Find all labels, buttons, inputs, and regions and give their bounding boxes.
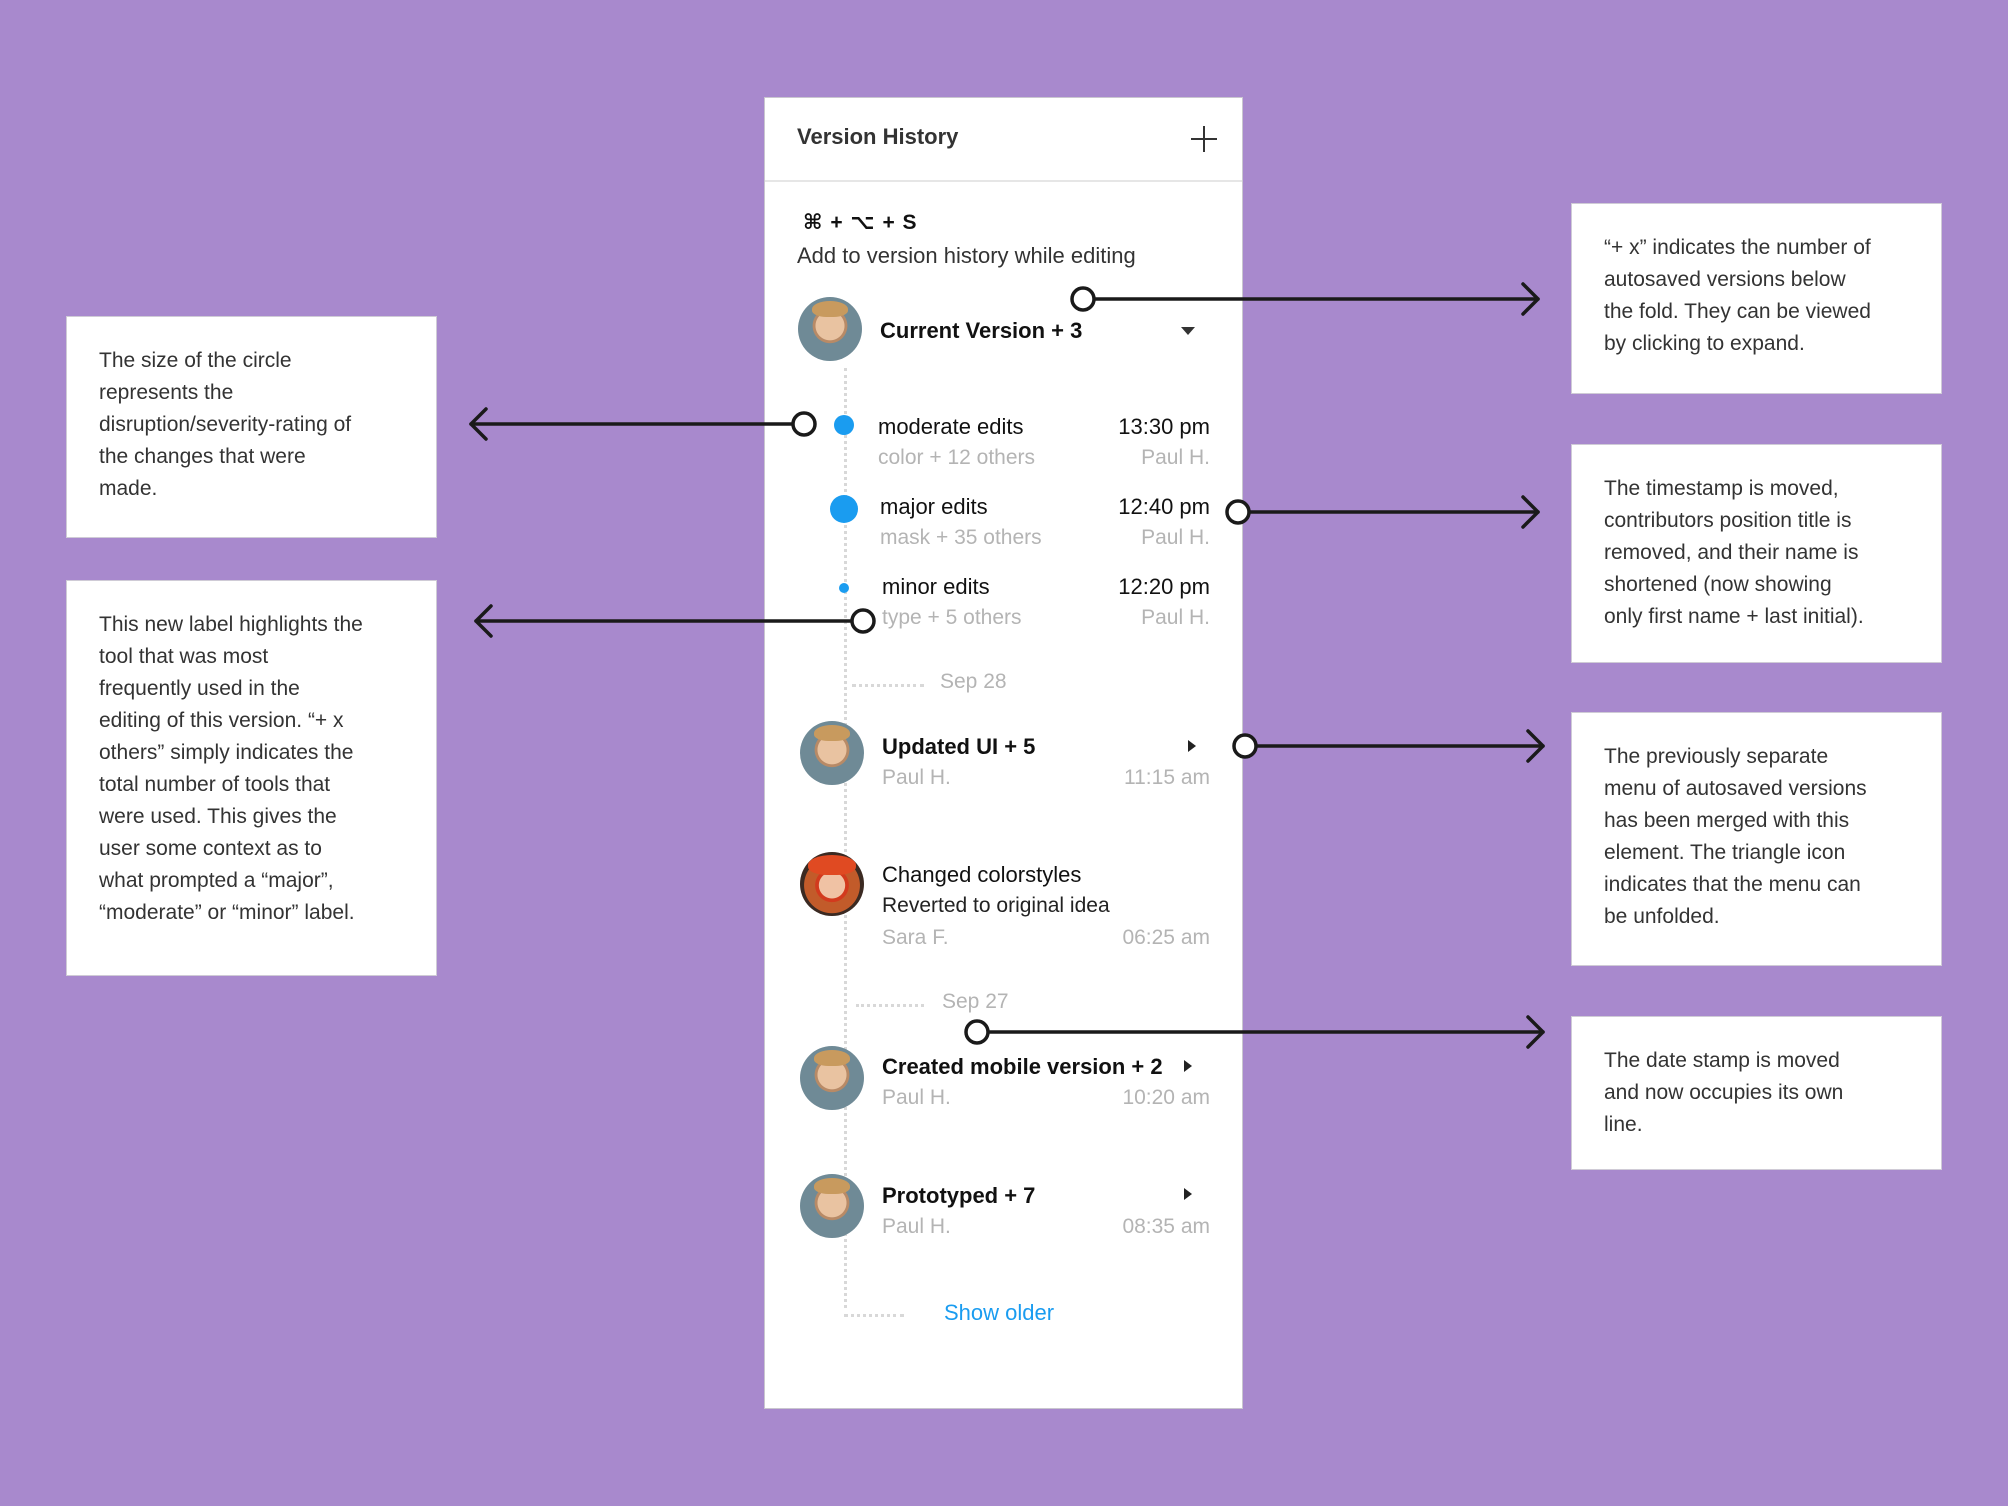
note-line: This new label highlights the xyxy=(99,613,363,636)
note-date-stamp: The date stamp is moved and now occupies… xyxy=(1571,1016,1942,1170)
note-timestamp: The timestamp is moved, contributors pos… xyxy=(1571,444,1942,663)
note-plus-x: “+ x” indicates the number of autosaved … xyxy=(1571,203,1942,394)
edit-tools: mask + 35 others xyxy=(880,526,1042,549)
note-circle-size: The size of the circle represents the di… xyxy=(66,316,437,538)
note-line: indicates that the menu can xyxy=(1604,873,1861,896)
timeline-line xyxy=(844,368,847,1308)
arrow-head-right-icon xyxy=(1521,495,1540,529)
date-divider xyxy=(856,1004,924,1007)
version-author: Paul H. xyxy=(882,766,951,789)
date-divider xyxy=(852,684,924,687)
avatar xyxy=(800,721,864,785)
arrow-head-left-icon xyxy=(469,407,488,441)
arrow-head-right-icon xyxy=(1526,729,1545,763)
version-history-panel: Version History ⌘ + ⌥ + S Add to version… xyxy=(764,97,1243,1409)
version-subtitle: Reverted to original idea xyxy=(882,894,1110,917)
note-line: total number of tools that xyxy=(99,773,331,796)
note-line: The size of the circle xyxy=(99,349,292,372)
avatar xyxy=(798,297,862,361)
note-line: The date stamp is moved xyxy=(1604,1049,1840,1072)
version-time: 10:20 am xyxy=(1122,1086,1210,1109)
note-line: The previously separate xyxy=(1604,745,1829,768)
shortcut-hint: Add to version history while editing xyxy=(797,243,1136,268)
version-title[interactable]: Changed colorstyles xyxy=(882,862,1082,887)
note-line: line. xyxy=(1604,1113,1643,1136)
version-title[interactable]: Created mobile version + 2 xyxy=(882,1054,1163,1079)
note-line: has been merged with this xyxy=(1604,809,1850,832)
edit-time: 12:40 pm xyxy=(1118,494,1210,519)
edit-tools: color + 12 others xyxy=(878,446,1036,469)
version-author: Paul H. xyxy=(882,1215,951,1238)
edit-label[interactable]: major edits xyxy=(880,494,988,519)
avatar xyxy=(800,852,864,916)
note-line: by clicking to expand. xyxy=(1604,332,1805,355)
edit-label[interactable]: moderate edits xyxy=(878,414,1024,439)
note-line: removed, and their name is xyxy=(1604,541,1859,564)
version-title[interactable]: Updated UI + 5 xyxy=(882,734,1036,759)
note-merged-menu: The previously separate menu of autosave… xyxy=(1571,712,1942,966)
note-line: the fold. They can be viewed xyxy=(1604,300,1871,323)
edit-author: Paul H. xyxy=(1141,446,1210,469)
note-line: tool that was most xyxy=(99,645,269,668)
keyboard-shortcut: ⌘ + ⌥ + S xyxy=(803,211,918,234)
version-title[interactable]: Prototyped + 7 xyxy=(882,1183,1036,1208)
chevron-down-icon[interactable] xyxy=(1181,327,1195,335)
version-author: Sara F. xyxy=(882,926,949,949)
current-version-label[interactable]: Current Version + 3 xyxy=(880,318,1083,343)
version-author: Paul H. xyxy=(882,1086,951,1109)
note-line: menu of autosaved versions xyxy=(1604,777,1867,800)
note-line: the changes that were xyxy=(99,445,306,468)
note-line: and now occupies its own xyxy=(1604,1081,1844,1104)
plus-icon[interactable] xyxy=(1191,126,1217,152)
note-line: editing of this version. “+ x xyxy=(99,709,344,732)
arrow-head-left-icon xyxy=(474,604,493,638)
note-line: what prompted a “major”, xyxy=(99,869,334,892)
edit-time: 13:30 pm xyxy=(1118,414,1210,439)
date-divider xyxy=(844,1314,904,1317)
note-line: contributors position title is xyxy=(1604,509,1852,532)
note-line: only first name + last initial). xyxy=(1604,605,1864,628)
edit-author: Paul H. xyxy=(1141,526,1210,549)
arrow-head-right-icon xyxy=(1526,1015,1545,1049)
version-time: 08:35 am xyxy=(1122,1215,1210,1238)
show-older-link[interactable]: Show older xyxy=(944,1300,1055,1325)
date-label: Sep 28 xyxy=(940,670,1007,693)
edit-time: 12:20 pm xyxy=(1118,574,1210,599)
note-line: user some context as to xyxy=(99,837,322,860)
note-line: others” simply indicates the xyxy=(99,741,354,764)
note-line: represents the xyxy=(99,381,234,404)
arrow-head-right-icon xyxy=(1521,282,1540,316)
note-line: “+ x” indicates the number of xyxy=(1604,236,1871,259)
panel-header: Version History xyxy=(765,98,1242,182)
severity-dot-minor xyxy=(839,583,849,593)
note-line: be unfolded. xyxy=(1604,905,1720,928)
avatar xyxy=(800,1046,864,1110)
note-line: made. xyxy=(99,477,158,500)
severity-dot-moderate xyxy=(834,415,854,435)
note-line: were used. This gives the xyxy=(99,805,337,828)
note-line: disruption/severity-rating of xyxy=(99,413,352,436)
note-line: autosaved versions below xyxy=(1604,268,1846,291)
note-line: element. The triangle icon xyxy=(1604,841,1846,864)
edit-tools: type + 5 others xyxy=(882,606,1022,629)
note-line: shortened (now showing xyxy=(1604,573,1832,596)
chevron-right-icon[interactable] xyxy=(1188,740,1196,752)
severity-dot-major xyxy=(830,495,858,523)
panel-title: Version History xyxy=(797,124,959,149)
date-label: Sep 27 xyxy=(942,990,1009,1013)
edit-label[interactable]: minor edits xyxy=(882,574,990,599)
chevron-right-icon[interactable] xyxy=(1184,1188,1192,1200)
chevron-right-icon[interactable] xyxy=(1184,1060,1192,1072)
version-time: 11:15 am xyxy=(1124,766,1210,789)
edit-author: Paul H. xyxy=(1141,606,1210,629)
note-line: frequently used in the xyxy=(99,677,300,700)
note-tool-label: This new label highlights the tool that … xyxy=(66,580,437,976)
avatar xyxy=(800,1174,864,1238)
note-line: The timestamp is moved, xyxy=(1604,477,1839,500)
note-line: “moderate” or “minor” label. xyxy=(99,901,355,924)
version-time: 06:25 am xyxy=(1122,926,1210,949)
